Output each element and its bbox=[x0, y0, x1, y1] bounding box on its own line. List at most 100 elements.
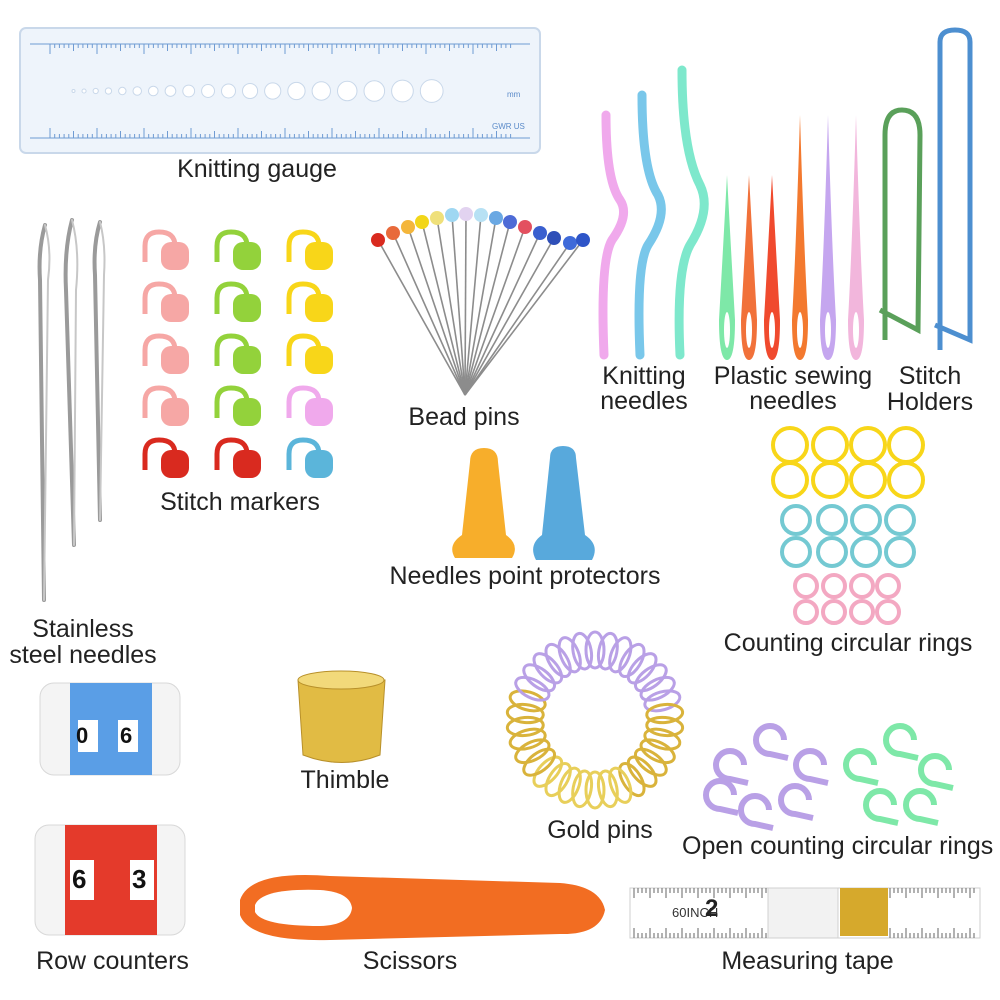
plastic-sewing-needles bbox=[719, 115, 864, 360]
pin-shaft bbox=[464, 242, 571, 396]
scissors bbox=[240, 875, 605, 941]
knitting-gauge bbox=[19, 27, 541, 154]
pin-bead bbox=[576, 233, 590, 247]
stitch-marker bbox=[142, 437, 189, 478]
label-knitting-needles-line2: needles bbox=[600, 387, 688, 415]
label-counting-rings: Counting circular rings bbox=[723, 629, 973, 657]
needle-eye bbox=[825, 312, 831, 348]
counting-ring bbox=[780, 504, 812, 536]
pin-bead bbox=[415, 215, 429, 229]
gauge-hole bbox=[287, 81, 306, 101]
label-bead-pins: Bead pins bbox=[408, 403, 520, 431]
stitch-marker bbox=[214, 385, 261, 426]
counting-ring bbox=[849, 599, 875, 625]
gauge-hole bbox=[104, 87, 113, 95]
label-knitting-gauge: Knitting gauge bbox=[177, 155, 337, 183]
needle-eye bbox=[853, 312, 859, 348]
counting-ring bbox=[875, 573, 901, 599]
pin-bead bbox=[430, 211, 444, 225]
needle-eye bbox=[746, 312, 752, 348]
gold-pin bbox=[596, 769, 619, 809]
stitch-holders bbox=[878, 27, 973, 350]
marker-body bbox=[305, 346, 333, 374]
needle-eye bbox=[724, 312, 730, 348]
gold-pin bbox=[626, 652, 658, 685]
pin-shaft bbox=[464, 214, 482, 396]
marker-body bbox=[233, 294, 261, 322]
gauge-hole bbox=[81, 88, 87, 94]
marker-hook bbox=[142, 281, 178, 314]
counting-ring bbox=[850, 536, 882, 568]
plastic-needle bbox=[792, 115, 808, 360]
pin-bead bbox=[445, 208, 459, 222]
pin-shaft bbox=[421, 221, 466, 396]
gauge-hole bbox=[132, 86, 142, 96]
stitch-marker bbox=[286, 385, 333, 426]
pin-shaft bbox=[436, 217, 466, 396]
gold-pin bbox=[544, 642, 572, 679]
counting-ring bbox=[821, 573, 847, 599]
marker-body bbox=[233, 242, 261, 270]
pin-bead bbox=[489, 211, 503, 225]
gauge-hole bbox=[419, 79, 444, 103]
label-knitting-needles-line1: Knitting bbox=[602, 362, 686, 390]
marker-hook bbox=[214, 229, 250, 262]
gold-pin bbox=[639, 738, 676, 765]
counting-ring bbox=[771, 461, 809, 499]
pin-bead bbox=[547, 231, 561, 245]
label-stitch-markers: Stitch markers bbox=[160, 488, 320, 516]
pin-shaft bbox=[464, 232, 541, 396]
marker-body bbox=[305, 294, 333, 322]
gauge-hole bbox=[182, 84, 196, 98]
marker-hook bbox=[214, 333, 250, 366]
label-thimble: Thimble bbox=[300, 766, 390, 794]
counter-blue-digit: 0 bbox=[76, 723, 89, 748]
gold-pin bbox=[618, 642, 646, 679]
marker-body bbox=[161, 294, 189, 322]
label-point-protectors: Needles point protectors bbox=[389, 562, 661, 590]
plastic-needle bbox=[719, 175, 735, 360]
marker-body bbox=[161, 346, 189, 374]
pin-shaft bbox=[464, 221, 511, 396]
pin-shaft bbox=[464, 213, 467, 396]
pin-bead bbox=[371, 233, 385, 247]
plastic-needle bbox=[741, 175, 757, 360]
gauge-hole bbox=[337, 80, 358, 102]
open-ring bbox=[918, 753, 954, 791]
pin-shaft bbox=[392, 232, 466, 396]
pin-shaft bbox=[464, 217, 497, 396]
label-row-counters: Row counters bbox=[36, 947, 189, 975]
marker-body bbox=[233, 450, 261, 478]
open-ring bbox=[883, 723, 919, 761]
gold-pin bbox=[584, 770, 606, 810]
stitch-marker bbox=[214, 281, 261, 322]
counter-red-side-digit: 6 bbox=[72, 864, 87, 894]
gauge-hole bbox=[264, 82, 282, 100]
marker-body bbox=[161, 398, 189, 426]
row-counter-blue bbox=[39, 682, 181, 776]
label-plastic-sewing-line1: Plastic sewing bbox=[713, 362, 873, 390]
pin-shaft bbox=[377, 239, 466, 396]
bead-pins bbox=[371, 207, 590, 396]
marker-hook bbox=[286, 333, 322, 366]
stitch-marker bbox=[142, 385, 189, 426]
gold-pin bbox=[508, 689, 547, 713]
stitch-markers bbox=[142, 229, 333, 478]
gauge-hole bbox=[242, 82, 259, 100]
gauge-hole bbox=[201, 84, 216, 98]
open-ring bbox=[703, 778, 739, 816]
counting-ring bbox=[849, 426, 887, 464]
gold-pin bbox=[645, 715, 685, 738]
marker-hook bbox=[142, 385, 178, 418]
measuring-tape bbox=[629, 887, 981, 939]
label-gold-pins: Gold pins bbox=[547, 816, 653, 844]
gauge-unit-text: mm bbox=[507, 90, 521, 99]
gold-pins bbox=[505, 630, 685, 810]
cable-knitting-needles bbox=[598, 65, 709, 360]
pin-bead bbox=[563, 236, 577, 250]
marker-hook bbox=[214, 281, 250, 314]
pin-bead bbox=[474, 208, 488, 222]
counting-ring bbox=[793, 599, 819, 625]
gauge-hole bbox=[311, 81, 331, 101]
